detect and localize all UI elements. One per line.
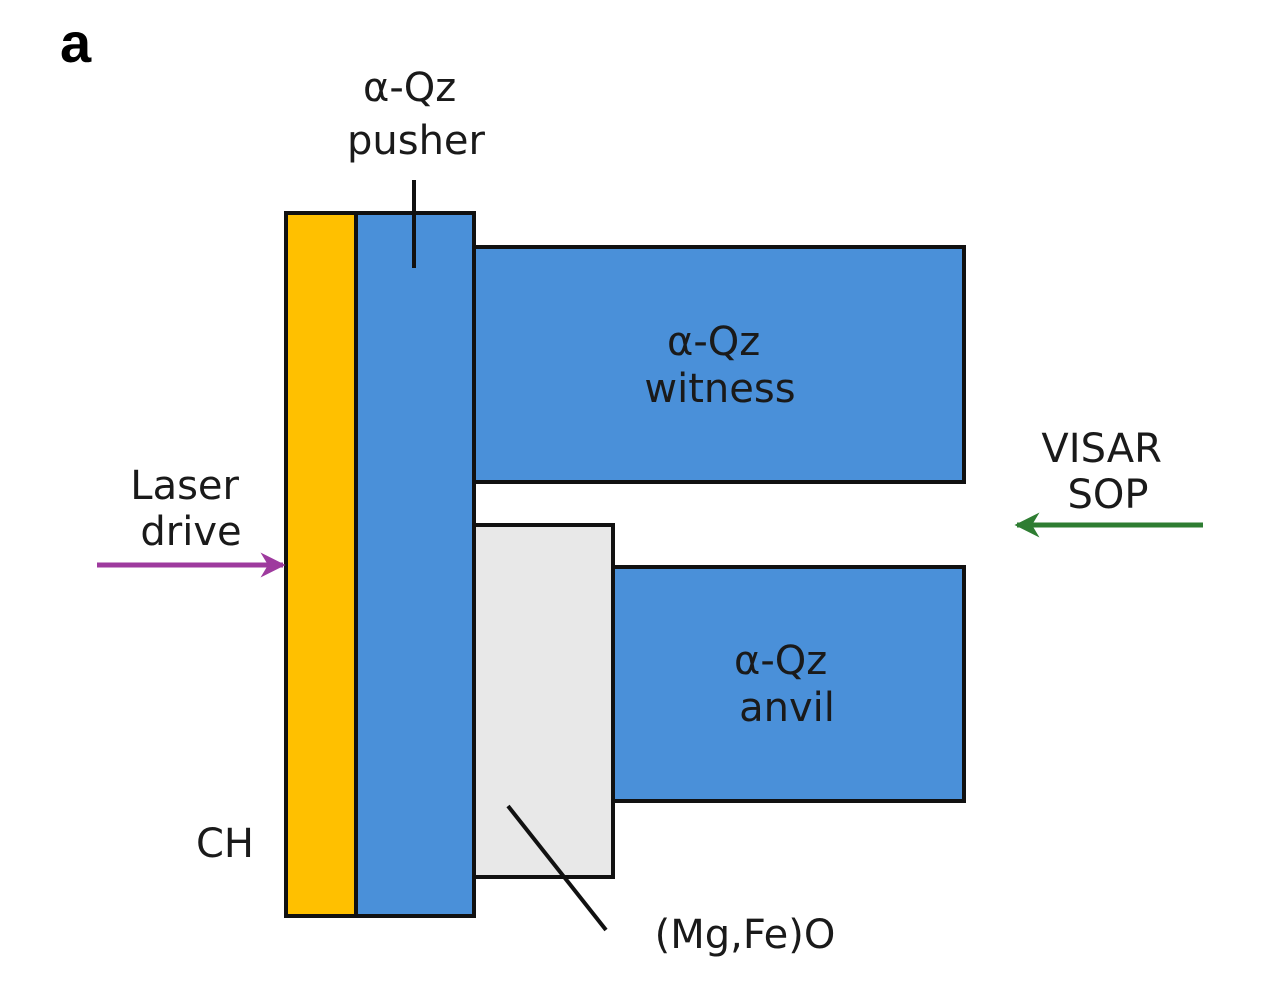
quartz-pusher-block <box>354 211 476 918</box>
visar-sop-label: VISAR SOP <box>1041 426 1174 518</box>
pusher-label: α-Qz pusher <box>347 65 486 164</box>
panel-label: a <box>60 11 92 74</box>
quartz-anvil-block <box>611 565 966 803</box>
ch-ablator-layer <box>284 211 358 918</box>
sample-label: (Mg,Fe)O <box>655 912 836 958</box>
anvil-label: α-Qz anvil <box>734 638 840 731</box>
witness-label: α-Qz witness <box>644 319 795 412</box>
quartz-witness-block <box>472 245 966 484</box>
sample-leader-line <box>506 804 608 932</box>
mgfeo-sample-block <box>472 523 615 879</box>
ch-label: CH <box>196 821 254 867</box>
laser-drive-label: Laser drive <box>130 463 251 555</box>
